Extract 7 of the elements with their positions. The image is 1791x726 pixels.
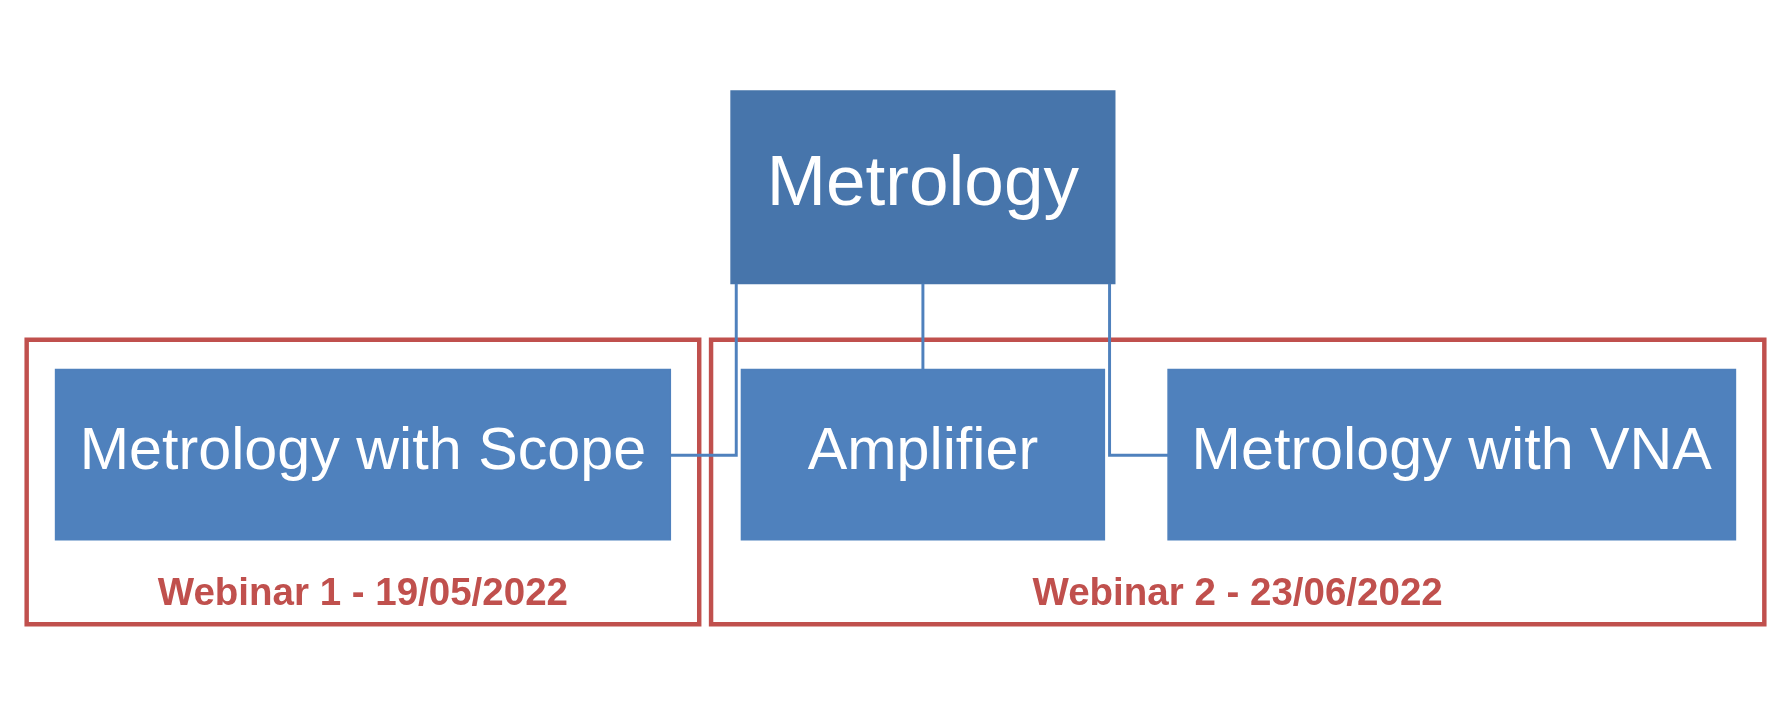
node-box: Metrology with Scope xyxy=(54,368,672,540)
node-box: Amplifier xyxy=(740,368,1106,540)
node-box: Metrology with VNA xyxy=(1167,368,1737,540)
connector xyxy=(921,283,925,369)
connector xyxy=(670,283,738,457)
connector xyxy=(1108,283,1168,457)
node-box: Metrology xyxy=(730,89,1116,284)
